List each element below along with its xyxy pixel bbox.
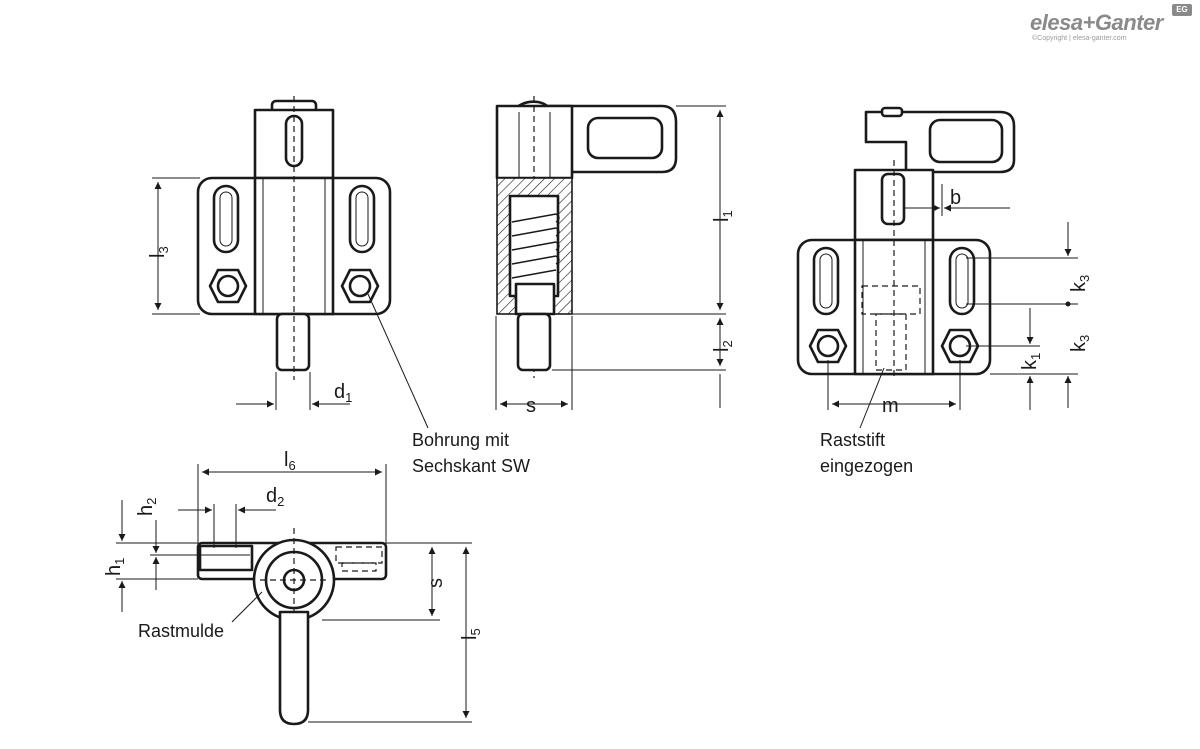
note-bohrung-line2: Sechskant SW (412, 456, 530, 476)
dim-d1: d1 (334, 381, 352, 405)
retracted-view (796, 106, 1016, 380)
brand-logo: elesa+Ganter EG ©Copyright | elesa-gante… (1030, 4, 1195, 48)
front-view (196, 96, 392, 380)
top-view (196, 528, 388, 726)
dim-m: m (882, 395, 899, 417)
dim-k1: k1 (1019, 353, 1043, 370)
dim-l3: l3 (147, 246, 171, 258)
dim-l6: l6 (284, 449, 296, 473)
dim-b: b (950, 187, 961, 209)
dim-k3-upper: k3 (1068, 275, 1092, 292)
note-rastmulde: Rastmulde (138, 621, 224, 641)
dim-s-side: s (526, 395, 536, 417)
dim-h2: h2 (135, 498, 159, 516)
dim-l2: l2 (711, 340, 735, 352)
dim-d2: d2 (266, 485, 284, 509)
side-section-view (495, 96, 678, 378)
dim-l5: l5 (459, 628, 483, 640)
dim-l1: l1 (711, 210, 735, 222)
note-bohrung-line1: Bohrung mit (412, 430, 509, 450)
note-raststift-line1: Raststift (820, 430, 885, 450)
dim-k3-lower: k3 (1068, 335, 1092, 352)
note-raststift-line2: eingezogen (820, 456, 913, 476)
logo-copyright: ©Copyright | elesa-ganter.com (1032, 35, 1127, 42)
dim-h1: h1 (103, 558, 127, 576)
dim-s-top: s (425, 578, 447, 588)
logo-brand-text: elesa+Ganter (1030, 10, 1163, 35)
logo-badge: EG (1172, 4, 1192, 16)
